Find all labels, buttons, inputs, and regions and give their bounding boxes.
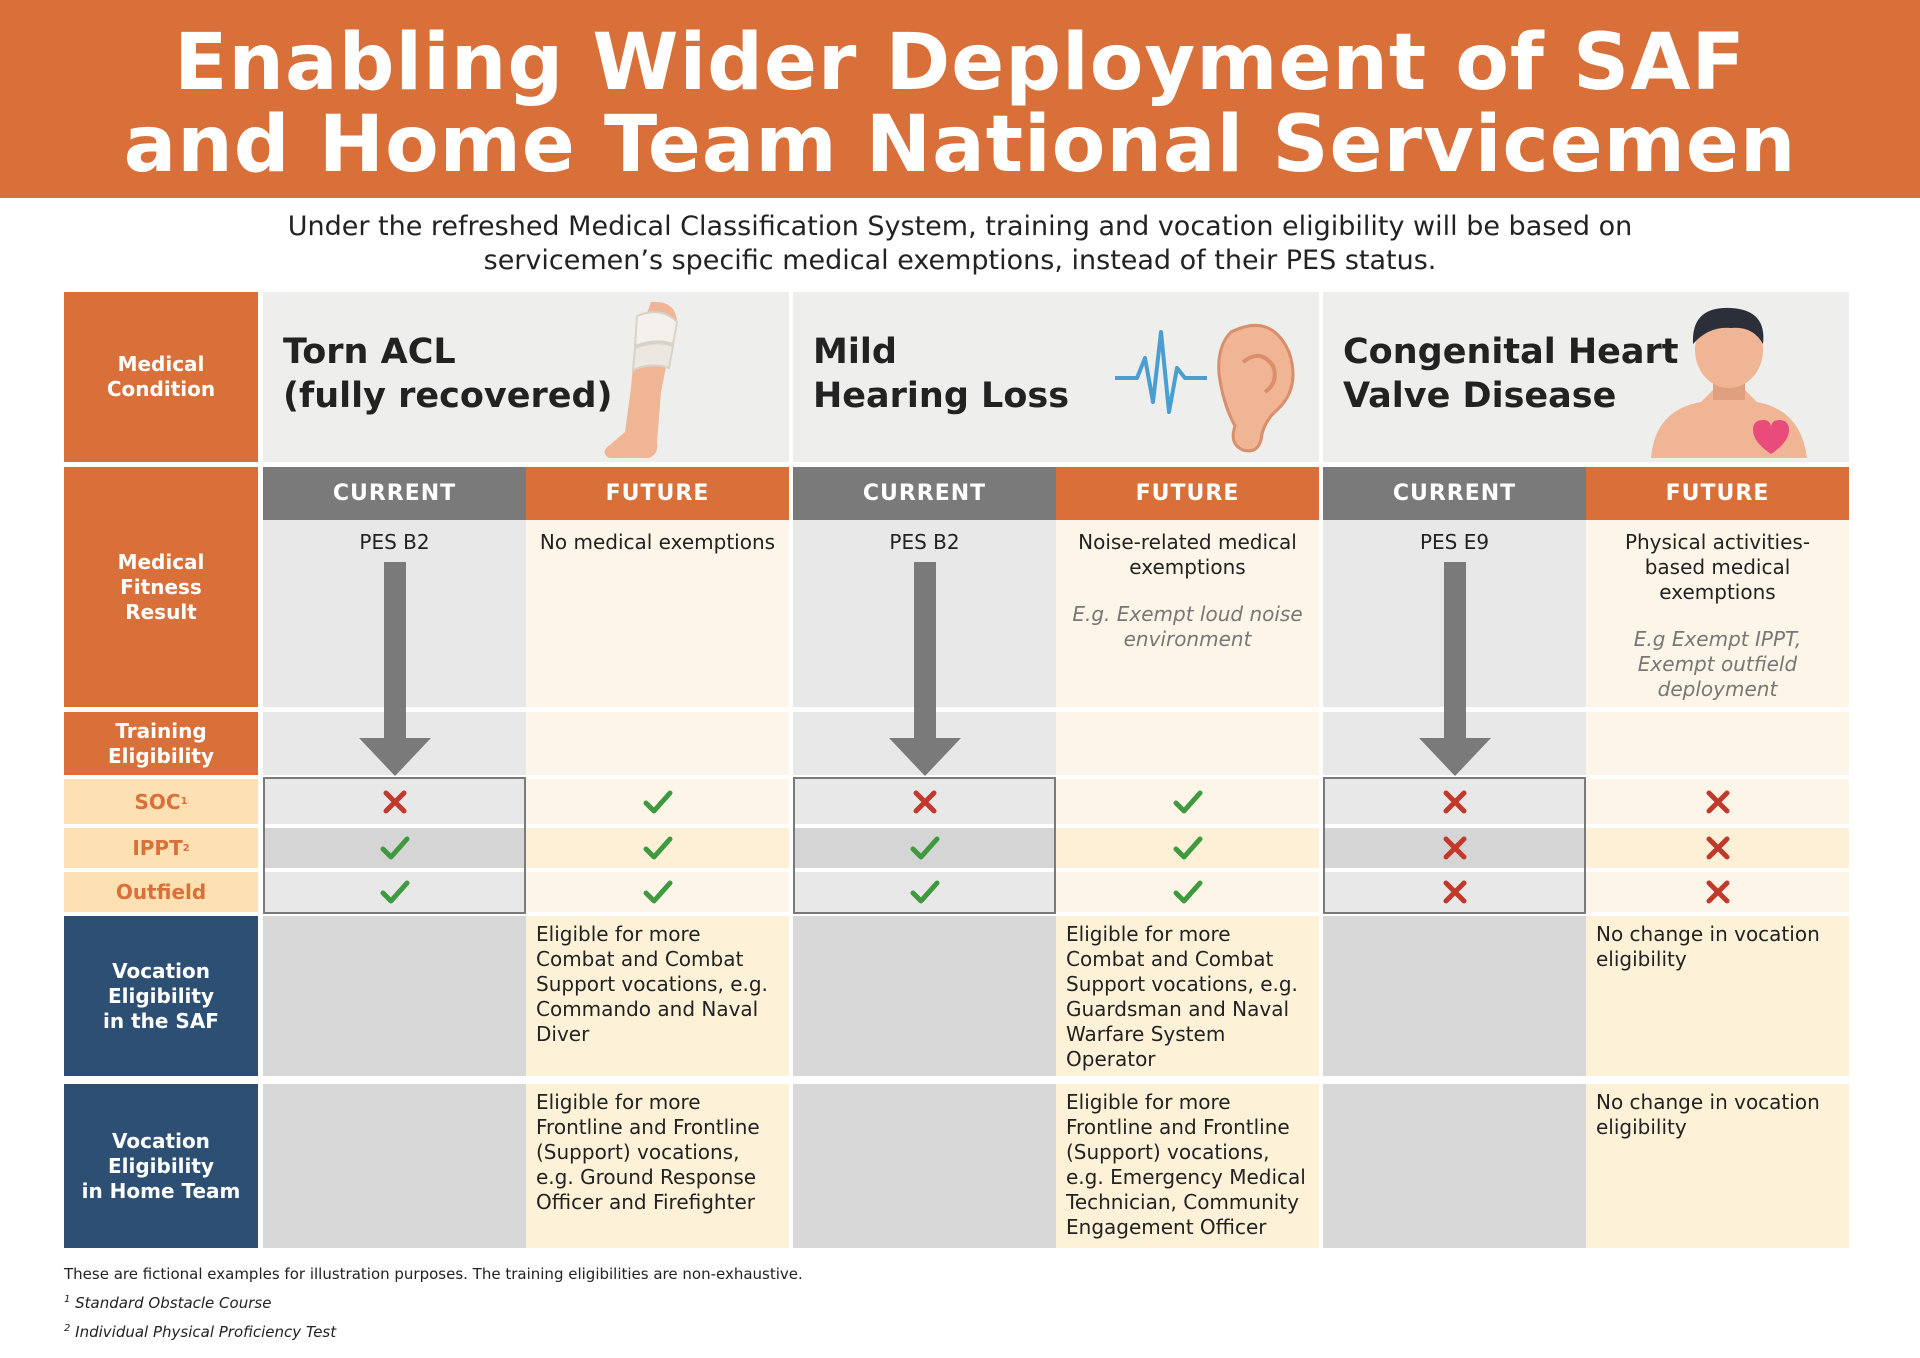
future-vocation-ht-text: No change in vocation eligibility xyxy=(1586,1084,1849,1248)
current-eligibility-band xyxy=(793,872,1056,912)
future-result: No medical exemptions xyxy=(526,520,789,555)
subtitle: Under the refreshed Medical Classificati… xyxy=(0,210,1920,278)
title-line-1: Enabling Wider Deployment of SAF xyxy=(174,18,1746,108)
check-icon xyxy=(380,836,409,860)
future-training-spacer xyxy=(1056,712,1319,775)
future-result-cell xyxy=(1056,520,1319,707)
current-eligibility-band xyxy=(263,828,526,868)
condition-panel: Mild Hearing Loss xyxy=(793,292,1319,462)
current-vocation-ht-cell xyxy=(263,1084,526,1248)
future-eligibility-band xyxy=(1056,779,1319,824)
check-icon xyxy=(1173,836,1202,860)
future-result-text: No medical exemptions xyxy=(539,530,776,554)
check-icon xyxy=(910,880,939,904)
page-title: Enabling Wider Deployment of SAF and Hom… xyxy=(0,22,1920,186)
title-banner: Enabling Wider Deployment of SAF and Hom… xyxy=(0,0,1920,198)
current-vocation-saf-cell xyxy=(263,916,526,1076)
future-result-text: Physical activities-based medical exempt… xyxy=(1624,530,1811,604)
check-icon xyxy=(643,790,672,813)
current-result-text: PES B2 xyxy=(359,530,430,554)
check-icon xyxy=(1173,880,1202,904)
future-training-spacer xyxy=(1586,712,1849,775)
current-column-header: CURRENT xyxy=(1323,467,1586,520)
check-icon xyxy=(643,836,672,860)
ear-soundwave-icon xyxy=(1115,323,1295,453)
down-arrow-icon xyxy=(358,562,431,776)
condition-panel: Torn ACL (fully recovered) xyxy=(263,292,789,462)
cross-icon xyxy=(1706,790,1729,813)
row-label-vocation-saf: Vocation Eligibility in the SAF xyxy=(64,916,258,1076)
condition-title: Congenital Heart Valve Disease xyxy=(1343,332,1679,416)
current-vocation-ht-cell xyxy=(793,1084,1056,1248)
future-result-cell xyxy=(526,520,789,707)
current-vocation-saf-cell xyxy=(793,916,1056,1076)
footnote-main: These are fictional examples for illustr… xyxy=(64,1265,803,1283)
footnote-2: 2 Individual Physical Proficiency Test xyxy=(64,1323,337,1341)
cross-icon xyxy=(913,790,936,813)
person-heart-icon xyxy=(1651,307,1807,458)
cross-icon xyxy=(1706,836,1729,860)
current-result-text: PES E9 xyxy=(1419,530,1490,554)
future-result: Physical activities-based medical exempt… xyxy=(1586,520,1849,702)
cross-icon xyxy=(1443,790,1466,813)
future-eligibility-band xyxy=(526,872,789,912)
down-arrow-icon xyxy=(888,562,961,776)
cross-icon xyxy=(1706,880,1729,904)
cross-icon xyxy=(1443,836,1466,860)
check-icon xyxy=(380,880,409,904)
future-eligibility-band xyxy=(1056,872,1319,912)
future-vocation-saf-text: Eligible for more Combat and Combat Supp… xyxy=(1056,916,1319,1076)
check-icon xyxy=(910,836,939,860)
row-label-training: Training Eligibility xyxy=(64,712,258,775)
current-eligibility-box xyxy=(263,777,526,914)
current-eligibility-box xyxy=(1323,777,1586,914)
current-vocation-saf-cell xyxy=(1323,916,1586,1076)
current-eligibility-box xyxy=(793,777,1056,914)
condition-title: Torn ACL (fully recovered) xyxy=(283,332,613,416)
current-column-header: CURRENT xyxy=(263,467,526,520)
future-column-header: FUTURE xyxy=(526,467,789,520)
future-vocation-saf-text: Eligible for more Combat and Combat Supp… xyxy=(526,916,789,1076)
cross-icon xyxy=(383,790,406,813)
future-eligibility-band xyxy=(1056,828,1319,868)
subtitle-line-2: servicemen’s specific medical exemptions… xyxy=(483,245,1437,276)
check-icon xyxy=(643,880,672,904)
future-result-text: Noise-related medical exemptions xyxy=(1078,530,1297,579)
row-label-vocation-ht: Vocation Eligibility in Home Team xyxy=(64,1084,258,1248)
future-example-text: E.g. Exempt loud noise environment xyxy=(1072,602,1303,651)
future-column-header: FUTURE xyxy=(1586,467,1849,520)
future-vocation-ht-text: Eligible for more Frontline and Frontlin… xyxy=(526,1084,789,1248)
condition-panel: Congenital Heart Valve Disease xyxy=(1323,292,1849,462)
footnote-1: 1 Standard Obstacle Course xyxy=(64,1294,272,1312)
future-training-spacer xyxy=(526,712,789,775)
current-vocation-ht-cell xyxy=(1323,1084,1586,1248)
down-arrow-icon xyxy=(1418,562,1491,776)
future-column-header: FUTURE xyxy=(1056,467,1319,520)
condition-title: Mild Hearing Loss xyxy=(813,332,1070,416)
future-eligibility-band xyxy=(526,828,789,868)
future-vocation-saf-text: No change in vocation eligibility xyxy=(1586,916,1849,1076)
current-column-header: CURRENT xyxy=(793,467,1056,520)
future-vocation-ht-text: Eligible for more Frontline and Frontlin… xyxy=(1056,1084,1319,1248)
subtitle-line-1: Under the refreshed Medical Classificati… xyxy=(287,211,1633,242)
check-icon xyxy=(1173,790,1202,813)
current-result-text: PES B2 xyxy=(889,530,960,554)
future-result-cell xyxy=(1586,520,1849,707)
current-eligibility-band xyxy=(263,872,526,912)
future-eligibility-band xyxy=(526,779,789,824)
cross-icon xyxy=(1443,880,1466,904)
row-label-medical-fitness: Medical Fitness Result xyxy=(64,467,258,707)
row-label-medical-condition: Medical Condition xyxy=(64,292,258,462)
title-line-2: and Home Team National Servicemen xyxy=(123,100,1797,190)
future-example-text: E.g Exempt IPPT, Exempt outfield deploym… xyxy=(1633,627,1802,701)
current-eligibility-band xyxy=(793,828,1056,868)
footnotes: These are fictional examples for illustr… xyxy=(64,1261,803,1345)
row-label-outfield: Outfield xyxy=(64,872,258,912)
knee-bandage-icon xyxy=(604,301,679,458)
